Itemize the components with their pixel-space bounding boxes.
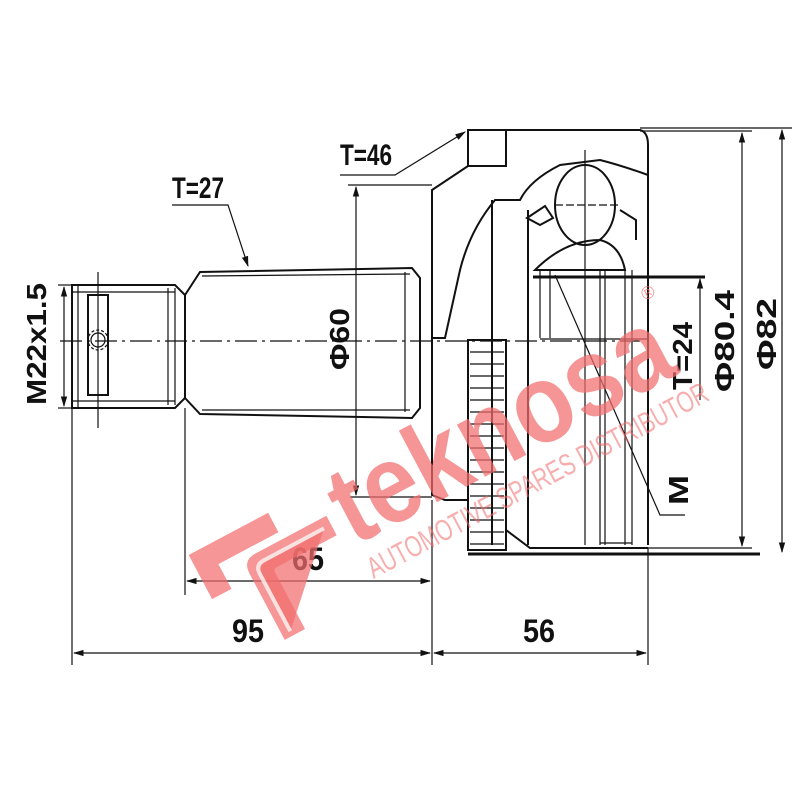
label-inner-teeth: T=24 xyxy=(667,322,698,390)
threaded-stub xyxy=(71,266,421,428)
brand-logo-icon xyxy=(188,512,337,640)
dim-length-bell: 56 xyxy=(523,613,555,649)
label-abs-ring-teeth: T=46 xyxy=(340,139,392,172)
abs-teeth xyxy=(470,351,504,545)
bell-lower xyxy=(431,338,760,556)
label-shaft-teeth: T=27 xyxy=(172,172,224,205)
dimension-lines xyxy=(58,127,792,665)
label-thread: M22x1.5 xyxy=(21,283,52,405)
label-seal-diameter: Φ80.4 xyxy=(709,289,740,392)
label-outer-diameter: Φ82 xyxy=(751,298,782,370)
label-shaft-diameter: Φ60 xyxy=(324,308,355,370)
label-marker: M xyxy=(663,475,694,505)
bell-housing xyxy=(431,129,705,545)
dim-length-total-stub: 95 xyxy=(232,613,264,649)
